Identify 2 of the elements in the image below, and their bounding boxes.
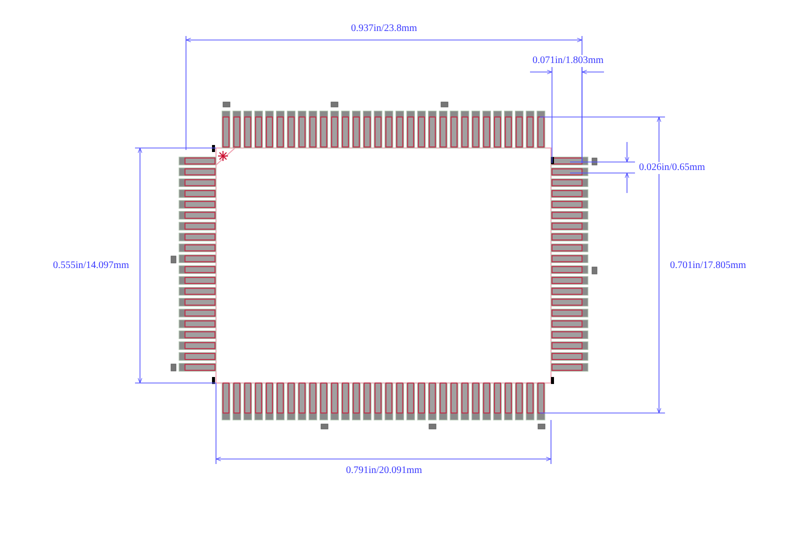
dimension-label: 0.071in/1.803mm — [531, 55, 605, 67]
dimension-label: 0.026in/0.65mm — [638, 162, 706, 174]
